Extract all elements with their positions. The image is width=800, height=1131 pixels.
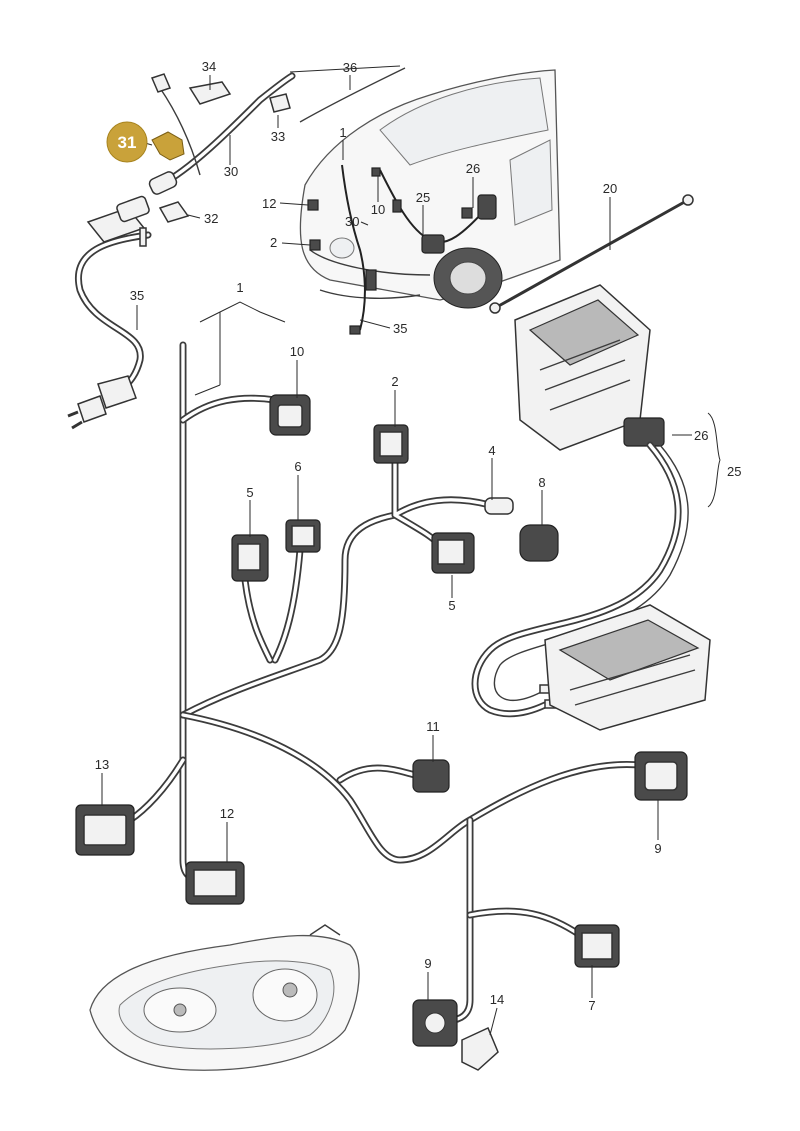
callout-11: 11	[426, 719, 440, 734]
fuse-box-harness	[471, 417, 711, 731]
callout-1-car: 1	[339, 125, 346, 140]
callout-36: 36	[343, 60, 357, 75]
callout-30-car: 30	[345, 214, 359, 229]
vehicle-front-view	[299, 69, 561, 335]
callout-26-car: 26	[466, 161, 480, 176]
callout-1-harness: 1	[236, 280, 243, 295]
callout-13: 13	[95, 757, 109, 772]
callout-2-car: 2	[270, 235, 277, 250]
callout-4: 4	[488, 443, 495, 458]
callout-12: 12	[220, 806, 234, 821]
callout-25-car: 25	[416, 190, 430, 205]
callout-20: 20	[603, 181, 617, 196]
callout-25-fusebox: 25	[727, 464, 741, 479]
highlighted-part-31[interactable]	[151, 131, 185, 161]
callout-6: 6	[294, 459, 301, 474]
callout-10-car: 10	[371, 202, 385, 217]
connectors	[75, 394, 688, 1071]
callout-35-car: 35	[393, 321, 407, 336]
fuse-box-upper	[514, 284, 651, 451]
callout-7: 7	[588, 998, 595, 1013]
callout-32: 32	[204, 211, 218, 226]
callout-9-lower: 9	[424, 956, 431, 971]
callout-5-lower: 5	[448, 598, 455, 613]
callout-26-fusebox: 26	[694, 428, 708, 443]
leader-lines	[101, 75, 721, 1036]
headlamp	[89, 924, 360, 1071]
callout-35-left: 35	[130, 288, 144, 303]
callout-33: 33	[271, 129, 285, 144]
ground-strap	[489, 194, 694, 314]
callout-10: 10	[290, 344, 304, 359]
callout-9-right: 9	[654, 841, 661, 856]
highlight-badge[interactable]	[106, 121, 148, 163]
callout-12-car: 12	[262, 196, 276, 211]
callout-34: 34	[202, 59, 216, 74]
callout-labels: 31 34 36 33 30 32 1 26 12 10 25 30 2 20 …	[95, 59, 742, 1013]
callout-8: 8	[538, 475, 545, 490]
callout-14: 14	[490, 992, 504, 1007]
callout-2: 2	[391, 374, 398, 389]
callout-30-top: 30	[224, 164, 238, 179]
highlight-label: 31	[118, 133, 137, 152]
plug-cable-assembly	[67, 65, 406, 430]
callout-5-upper: 5	[246, 485, 253, 500]
